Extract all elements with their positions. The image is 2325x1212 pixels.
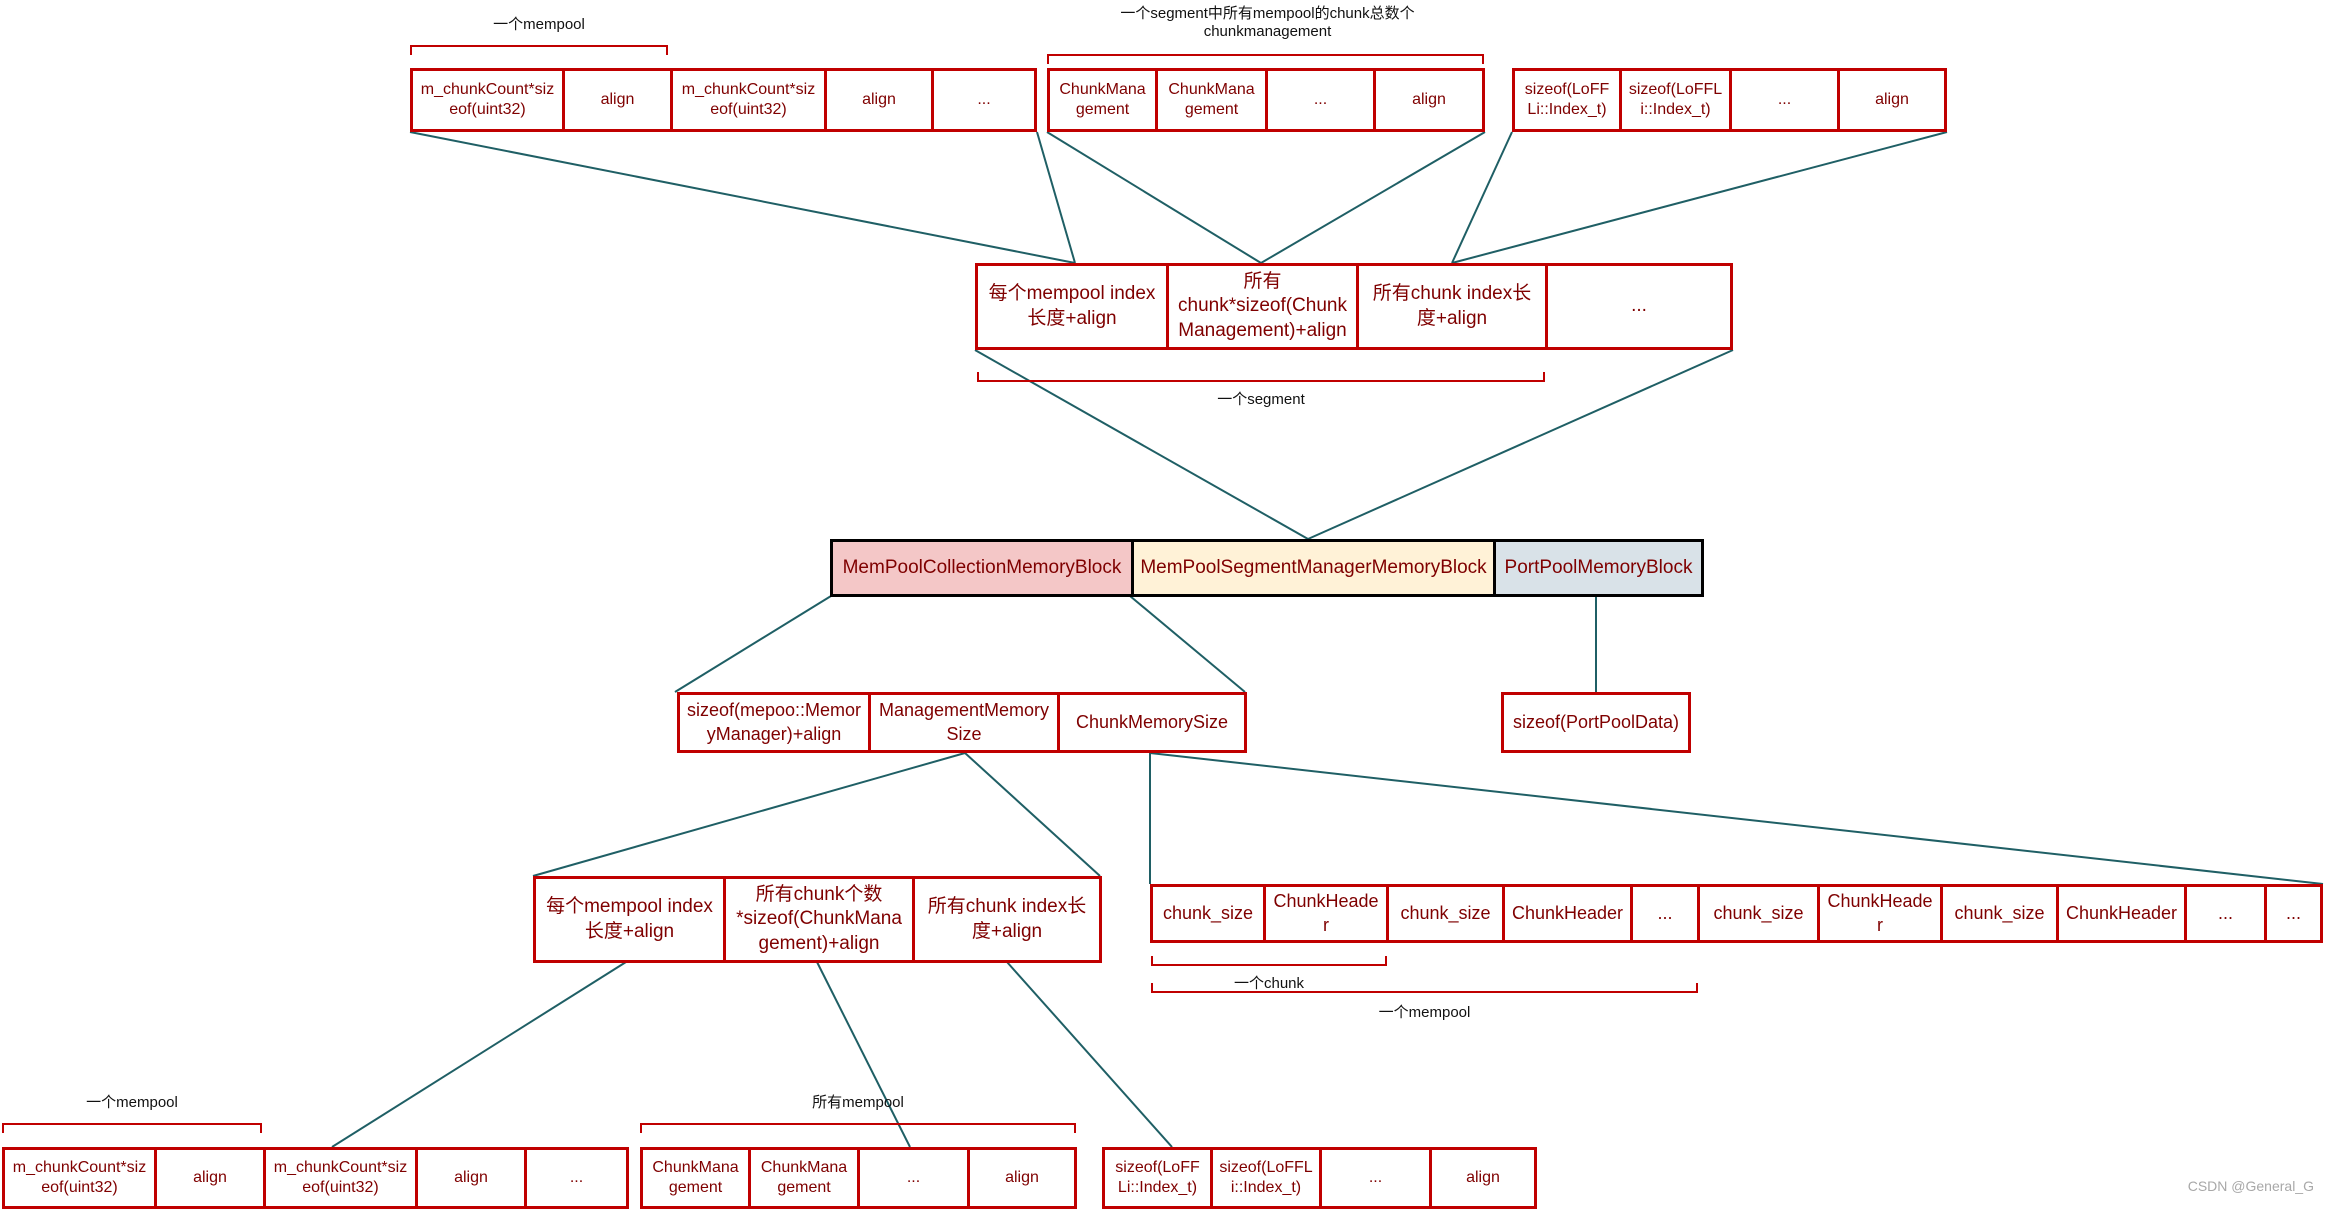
connector-line xyxy=(1451,131,1948,264)
segment-bracket xyxy=(977,372,1545,382)
chunk-size-cell: chunk_size xyxy=(1943,887,2059,940)
ellipsis-cell: ... xyxy=(2187,887,2267,940)
ellipsis-cell: ... xyxy=(1268,71,1376,129)
ellipsis-cell: ... xyxy=(860,1150,970,1206)
memory-manager-size-cell: sizeof(mepoo::MemoryManager)+align xyxy=(680,695,871,750)
align-cell: align xyxy=(157,1150,266,1206)
management-memory-breakdown-row: 每个mempool index长度+align 所有chunk个数*sizeof… xyxy=(533,876,1102,963)
chunk-size-cell: chunk_size xyxy=(1700,887,1820,940)
connector-line xyxy=(532,752,966,877)
chunk-count-cell: m_chunkCount*sizeof(uint32) xyxy=(266,1150,418,1206)
chunk-memory-size-cell: ChunkMemorySize xyxy=(1075,711,1229,732)
connector-line xyxy=(964,752,1101,877)
ellipsis-cell: ... xyxy=(2285,902,2301,923)
connector-line xyxy=(1149,752,2324,885)
chunk-size-cell: chunk_size xyxy=(1153,887,1266,940)
bottom-all-mempool-bracket xyxy=(640,1123,1076,1133)
connector-line xyxy=(674,595,832,693)
chunk-index-length-cell: 所有chunk index长度+align xyxy=(1359,266,1548,347)
chunk-label: 一个chunk xyxy=(1233,975,1305,992)
connector-line xyxy=(1129,595,1246,693)
chunk-header-cell: ChunkHeader xyxy=(1820,887,1943,940)
top-chunkmanagement-label: 一个segment中所有mempool的chunk总数个chunkmanagem… xyxy=(1120,5,1415,40)
align-cell: align xyxy=(1466,1168,1500,1186)
chunk-memory-row: chunk_size ChunkHeader chunk_size ChunkH… xyxy=(1150,884,2323,943)
mempool-index-length-cell: 每个mempool index长度+align xyxy=(536,879,726,960)
segment-label: 一个segment xyxy=(1217,391,1305,408)
align-cell: align xyxy=(1005,1168,1039,1186)
connector-line xyxy=(1046,131,1262,264)
collection-breakdown-row: sizeof(mepoo::MemoryManager)+align Manag… xyxy=(677,692,1247,753)
chunk-index-length-cell: 所有chunk index长度+align xyxy=(927,896,1087,942)
chunk-count-cell: m_chunkCount*sizeof(uint32) xyxy=(413,71,565,129)
top-mempool-bracket xyxy=(410,45,668,55)
portpool-memory-block: PortPoolMemoryBlock xyxy=(1496,542,1701,594)
connector-line xyxy=(331,961,627,1148)
bottom-mempool-bracket xyxy=(2,1123,262,1133)
chunk-header-cell: ChunkHeader xyxy=(1505,887,1633,940)
top-chunk-management-row: ChunkManagement ChunkManagement ... alig… xyxy=(1047,68,1485,132)
chunk-mempool-label: 一个mempool xyxy=(1378,1004,1471,1021)
portpool-data-size-cell: sizeof(PortPoolData) xyxy=(1512,711,1680,732)
top-index-row: sizeof(LoFFLi::Index_t) sizeof(LoFFLi::I… xyxy=(1512,68,1947,132)
chunk-management-cell: ChunkManagement xyxy=(1050,71,1158,129)
mempool-index-length-cell: 每个mempool index长度+align xyxy=(978,266,1169,347)
mempool-segment-manager-memory-block: MemPoolSegmentManagerMemoryBlock xyxy=(1134,542,1496,594)
segment-row: 每个mempool index长度+align 所有chunk*sizeof(C… xyxy=(975,263,1733,350)
chunk-management-cell: ChunkManagement xyxy=(643,1150,751,1206)
chunk-size-cell: chunk_size xyxy=(1389,887,1505,940)
ellipsis-cell: ... xyxy=(1633,887,1700,940)
chunk-management-cell: ChunkManagement xyxy=(751,1150,860,1206)
connector-line xyxy=(1260,131,1486,264)
index-size-cell: sizeof(LoFFLi::Index_t) xyxy=(1105,1150,1213,1206)
index-size-cell: sizeof(LoFFLi::Index_t) xyxy=(1213,1150,1322,1206)
chunk-management-size-cell: 所有chunk*sizeof(ChunkManagement)+align xyxy=(1169,266,1359,347)
chunk-count-cell: m_chunkCount*sizeof(uint32) xyxy=(5,1150,157,1206)
ellipsis-cell: ... xyxy=(977,90,991,108)
chunk-header-cell: ChunkHeader xyxy=(1266,887,1389,940)
index-size-cell: sizeof(LoFFLi::Index_t) xyxy=(1515,71,1622,129)
chunk-mempool-bracket xyxy=(1151,983,1698,993)
connector-line xyxy=(1036,131,1076,264)
bottom-chunk-management-row: ChunkManagement ChunkManagement ... alig… xyxy=(640,1147,1077,1209)
chunk-bracket xyxy=(1151,956,1387,966)
chunk-header-cell: ChunkHeader xyxy=(2059,887,2187,940)
align-cell: align xyxy=(1875,90,1909,108)
bottom-mempool-label: 一个mempool xyxy=(86,1094,178,1111)
bottom-index-row: sizeof(LoFFLi::Index_t) sizeof(LoFFLi::I… xyxy=(1102,1147,1537,1209)
ellipsis-cell: ... xyxy=(1322,1150,1432,1206)
mempool-collection-memory-block: MemPoolCollectionMemoryBlock xyxy=(833,542,1134,594)
portpool-breakdown-row: sizeof(PortPoolData) xyxy=(1501,692,1691,753)
connector-line xyxy=(409,131,1076,264)
watermark: CSDN @General_G xyxy=(2187,1178,2314,1194)
ellipsis-cell: ... xyxy=(1631,295,1647,317)
align-cell: align xyxy=(1412,90,1446,108)
chunk-management-cell: ChunkManagement xyxy=(1158,71,1268,129)
memory-block-overview: MemPoolCollectionMemoryBlock MemPoolSegm… xyxy=(830,539,1704,597)
ellipsis-cell: ... xyxy=(569,1168,584,1186)
connector-line xyxy=(816,961,911,1148)
chunk-management-size-cell: 所有chunk个数*sizeof(ChunkManagement)+align xyxy=(726,879,915,960)
bottom-mempool-count-row: m_chunkCount*sizeof(uint32) align m_chun… xyxy=(2,1147,629,1209)
align-cell: align xyxy=(827,71,934,129)
top-mempool-label: 一个mempool xyxy=(493,16,585,33)
connector-line xyxy=(1451,131,1513,264)
top-chunkmanagement-bracket xyxy=(1047,54,1484,64)
chunk-count-cell: m_chunkCount*sizeof(uint32) xyxy=(673,71,827,129)
connector-line xyxy=(1006,961,1173,1148)
align-cell: align xyxy=(418,1150,527,1206)
top-mempool-count-row: m_chunkCount*sizeof(uint32) align m_chun… xyxy=(410,68,1037,132)
align-cell: align xyxy=(565,71,673,129)
ellipsis-cell: ... xyxy=(1732,71,1840,129)
index-size-cell: sizeof(LoFFLi::Index_t) xyxy=(1622,71,1732,129)
bottom-all-mempool-label: 所有mempool xyxy=(812,1094,904,1111)
management-memory-size-cell: ManagementMemorySize xyxy=(871,695,1060,750)
